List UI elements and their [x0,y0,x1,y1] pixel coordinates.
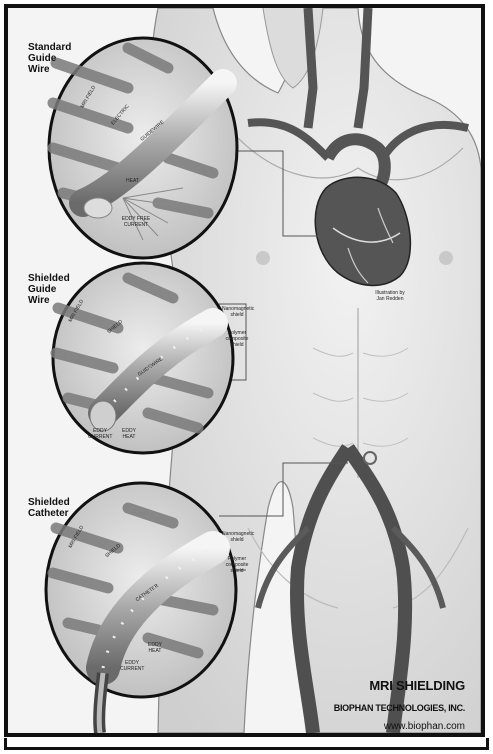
company-name: BIOPHAN TECHNOLOGIES, INC. [334,703,465,713]
heart-credit: Illustration by Jan Redden [374,290,406,302]
panel-2-current-label: EDDY CURRENT [88,428,112,440]
panel-2-illustration [53,263,233,453]
panel-1-label-line: Standard [28,42,71,53]
nanomagnetic-callout: Nanomagnetic shield [222,306,252,318]
panel-2-label-line: Shielded [28,273,70,284]
illustration-frame: Standard Guide Wire Shielded Guide Wire … [4,4,485,737]
anatomy-illustration [8,8,481,733]
panel-1-label-line: Wire [28,64,71,75]
bottom-border-bar [4,738,489,750]
panel-2-label: Shielded Guide Wire [28,273,70,306]
panel-2-label-line: Guide [28,284,70,295]
panel-3-heat-label: EDDY HEAT [144,642,166,654]
panel-1-heat-label: HEAT [126,178,139,184]
nipple-right [439,251,453,265]
panel-1-current-label: EDDY FREE CURRENT [112,216,160,228]
panel-3-label: Shielded Catheter [28,497,70,519]
panel-3-current-label: EDDY CURRENT [120,660,144,672]
polymer-callout: Polymer composite shield [222,330,252,348]
polymer-callout-lower: Polymer composite shield [222,556,252,574]
nipple-left [256,251,270,265]
panel-1-label: Standard Guide Wire [28,42,71,75]
nanomagnetic-callout-lower: Nanomagnetic shield [222,531,252,543]
company-url: www.biophan.com [384,721,465,732]
panel-1-label-line: Guide [28,53,71,64]
panel-2-heat-label: EDDY HEAT [118,428,140,440]
poster-title: MRI SHIELDING [369,678,465,693]
panel-3-label-line: Catheter [28,508,70,519]
panel-3-label-line: Shielded [28,497,70,508]
panel-2-label-line: Wire [28,295,70,306]
